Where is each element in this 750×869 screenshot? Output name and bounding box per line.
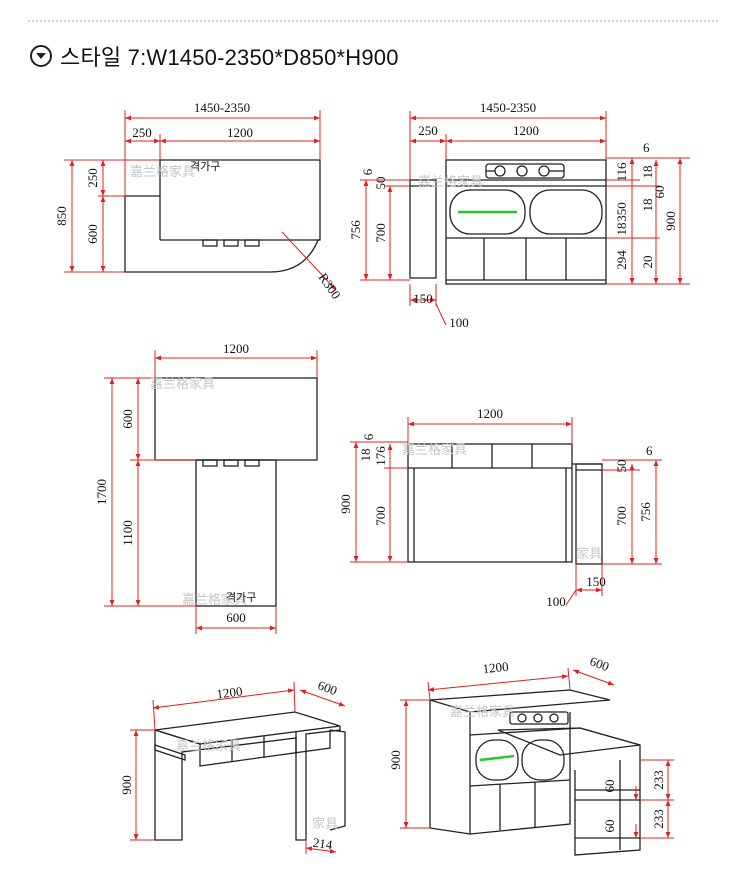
dim-label: 756: [638, 502, 653, 522]
front-main-body: [445, 159, 607, 285]
dim-label: 900: [119, 775, 134, 795]
dim-label: 60: [652, 186, 667, 199]
top-extended-dimensions: [104, 350, 318, 634]
watermark-brand: 嘉兰格家具: [182, 592, 247, 608]
iso-right-slide-board: [497, 727, 641, 756]
dim-label: 50: [373, 177, 388, 190]
dim-label: 6: [361, 433, 376, 440]
watermark-brand-short: 家具: [312, 816, 338, 832]
dim-label: 250: [132, 125, 152, 140]
dim-label: 1200: [216, 684, 244, 702]
dim-label: 900: [388, 750, 403, 770]
dim-label: 100: [546, 594, 566, 609]
dim-label: 350: [614, 202, 629, 222]
front-view-dimensions: [360, 111, 690, 326]
dim-label: 294: [614, 250, 629, 270]
front-view-labels: 1450-2350 250 1200 6 50 756 700 150 100 …: [348, 100, 678, 330]
dim-label: 1200: [513, 123, 539, 138]
dim-label: 100: [449, 315, 469, 330]
dim-label: 18: [640, 199, 655, 212]
watermark-brand-short: 家具: [576, 546, 602, 562]
watermark-brand: 嘉兰格家具: [176, 738, 241, 754]
dim-label: 214: [312, 835, 334, 853]
dim-label: 1100: [120, 520, 135, 546]
dim-label: 1200: [223, 341, 249, 356]
iso-left-view: [154, 711, 346, 841]
back-main-body: [407, 443, 573, 563]
dim-label: 700: [373, 223, 388, 243]
iso-left-labels: 1200 600 900 214 嘉兰格家具 家具: [119, 677, 339, 852]
front-view: [409, 159, 607, 285]
dim-label: 6: [643, 140, 650, 155]
top-view-dimensions: [64, 110, 337, 291]
back-view-dimensions: [350, 417, 662, 606]
dim-label: 700: [373, 506, 388, 526]
top-extended-labels: 1200 600 1100 1700 600 嘉兰格家具 嘉兰格家具 격가구: [94, 341, 256, 625]
iso-right-top: [429, 689, 611, 713]
dim-label: 1450-2350: [194, 100, 250, 115]
dim-label: 600: [588, 653, 611, 674]
dim-label: 600: [316, 677, 339, 698]
top-extended-view: [154, 377, 318, 607]
dim-label: 50: [614, 460, 629, 473]
dim-label: 18: [640, 166, 655, 179]
iso-right-labels: 1200 600 900 233 233 60 60 嘉兰格家具: [388, 653, 666, 832]
watermark-brand: 嘉兰格家具: [150, 376, 215, 392]
dim-label: 700: [614, 506, 629, 526]
dim-label: 116: [614, 162, 629, 182]
watermark-brand: 嘉兰格家具: [402, 442, 467, 458]
dim-label: 600: [226, 610, 246, 625]
iso-right-dimensions: [400, 667, 674, 839]
dim-label: 1200: [227, 125, 253, 140]
dim-label: 233: [651, 770, 666, 790]
chevron-down-circle-icon[interactable]: [30, 45, 52, 67]
dim-label: 250: [85, 168, 100, 188]
dim-label: 6: [646, 443, 653, 458]
dim-label: 20: [640, 256, 655, 269]
dim-label: 250: [418, 123, 438, 138]
dim-label: 756: [348, 220, 363, 240]
watermark-brand: 嘉兰格家具: [130, 164, 195, 180]
watermark-brand: 嘉兰格家具: [418, 174, 483, 190]
dim-label: 60: [602, 820, 617, 833]
dim-label: 150: [413, 291, 433, 306]
iso-left-dimensions: [130, 681, 346, 854]
dim-label: 150: [586, 574, 606, 589]
extended-slide-board: [195, 459, 277, 607]
section-header[interactable]: 스타일 7:W1450-2350*D850*H900: [30, 40, 399, 72]
dim-label: 600: [120, 409, 135, 429]
dim-label: 900: [338, 494, 353, 514]
dim-label: 60: [602, 780, 617, 793]
dim-label: 176: [373, 446, 388, 466]
top-divider: [28, 20, 718, 22]
watermark-brand: 嘉兰格家具: [450, 704, 515, 720]
iso-right-view: [429, 689, 641, 856]
dim-label: 600: [85, 224, 100, 244]
dim-label: 1200: [482, 659, 509, 677]
dim-label: 233: [651, 809, 666, 829]
dim-label: 18: [358, 449, 373, 462]
dim-label: 900: [663, 211, 678, 231]
dim-label: 1200: [477, 406, 503, 421]
back-view-labels: 1200 6 18 176 700 900 6 50 700 756 150 1…: [338, 406, 653, 609]
front-side-leaf: [409, 179, 437, 279]
dim-label: 18: [614, 223, 629, 236]
watermark-korean: 격가구: [190, 160, 220, 173]
dim-label: 1700: [94, 479, 109, 505]
dim-label: R300: [316, 270, 344, 302]
section-title: 스타일 7:W1450-2350*D850*H900: [60, 45, 399, 70]
dim-label: 850: [54, 206, 69, 226]
back-view: [407, 443, 603, 565]
dim-label: 1450-2350: [480, 100, 536, 115]
dim-label: 6: [360, 168, 375, 175]
watermark-korean: 격가구: [226, 591, 256, 604]
